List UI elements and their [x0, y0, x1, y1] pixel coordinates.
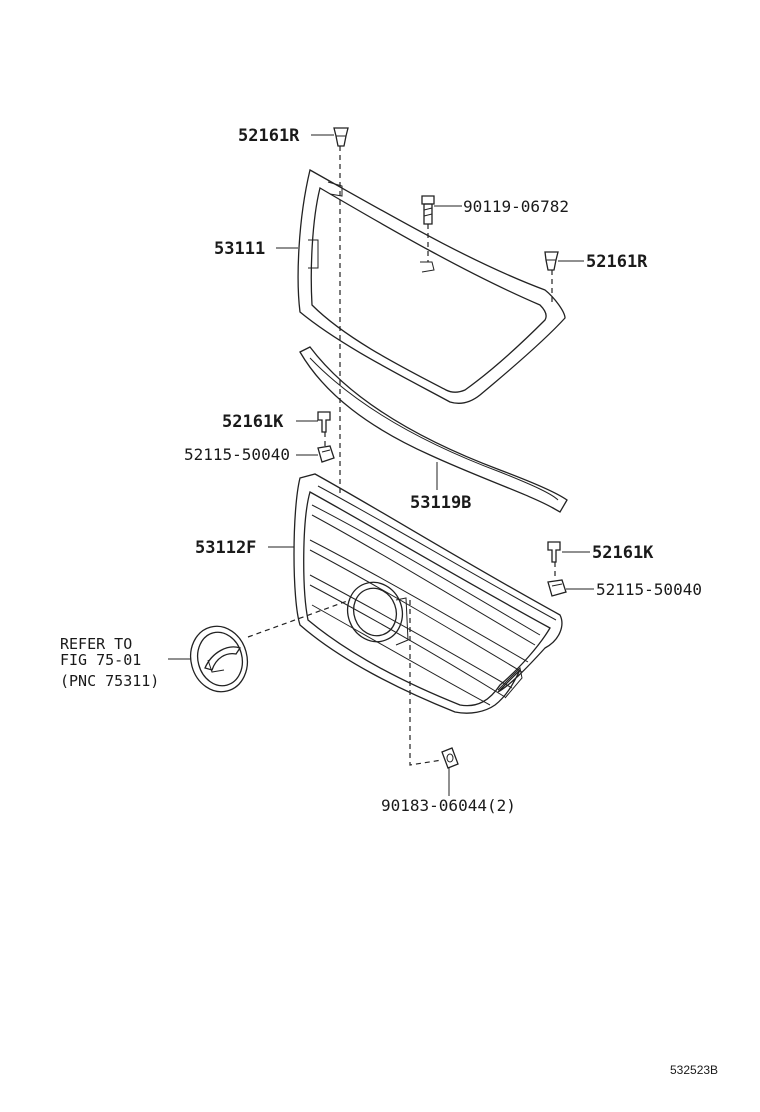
- clip-52161r-top: [333, 127, 349, 147]
- label-clip-52161k-right: 52161K: [592, 543, 654, 563]
- label-emblem-ref-line1: REFER TO: [60, 635, 132, 653]
- label-clip-52161r-right: 52161R: [586, 252, 648, 272]
- label-bolt-90119-06782: 90119-06782: [463, 197, 569, 216]
- label-clip-52161k-left: 52161K: [222, 412, 284, 432]
- label-molding-53119b: 53119B: [410, 493, 471, 513]
- bolt-90119-06782: [421, 195, 435, 225]
- nut-52115-50040-right: [547, 579, 567, 597]
- label-nut-90183-06044: 90183-06044(2): [381, 796, 516, 815]
- label-emblem-ref-line3: (PNC 75311): [60, 672, 159, 690]
- clip-52161r-right: [544, 251, 559, 271]
- label-nut-52115-50040-right: 52115-50040: [596, 580, 702, 599]
- label-upper-frame-53111: 53111: [214, 239, 265, 259]
- emblem: [189, 625, 249, 693]
- radiator-grille-53112f: [293, 473, 563, 714]
- clip-52161k-right: [547, 541, 561, 563]
- molding-53119b: [299, 346, 568, 513]
- label-radiator-grille-53112f: 53112F: [195, 538, 256, 558]
- leader-lines: [168, 134, 594, 796]
- assembly-lines: [247, 146, 556, 766]
- label-emblem-ref-line2: FIG 75-01: [60, 651, 141, 669]
- clip-52161k-left: [317, 411, 331, 433]
- label-nut-52115-50040-left: 52115-50040: [184, 445, 290, 464]
- drawing-code: 532523B: [670, 1063, 718, 1077]
- label-clip-52161r-top: 52161R: [238, 126, 300, 146]
- nut-90183-06044: [441, 747, 459, 769]
- nut-52115-50040-left: [317, 445, 335, 463]
- upper-frame-53111: [297, 169, 566, 404]
